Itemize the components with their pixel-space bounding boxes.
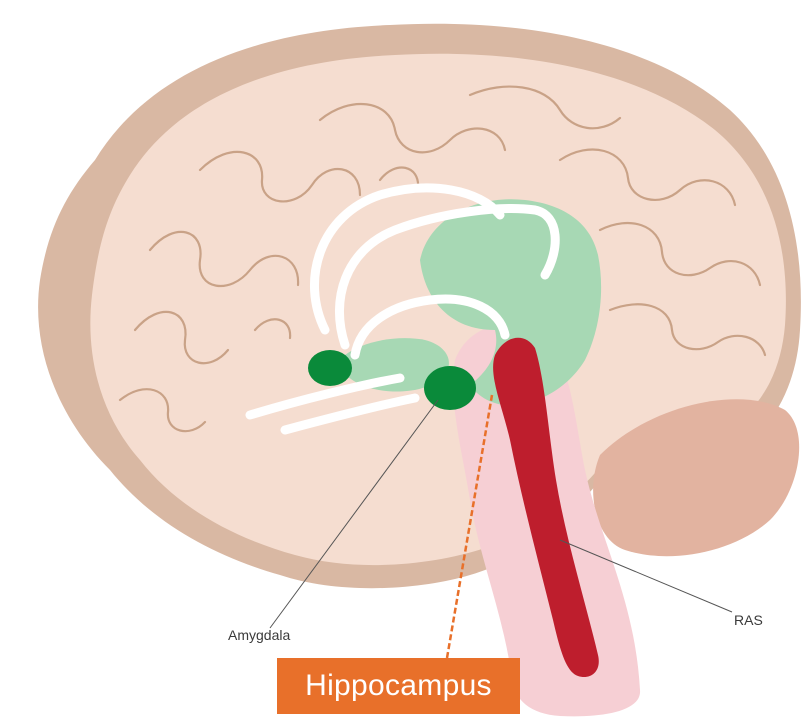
- hippocampus-label: Hippocampus: [277, 658, 520, 714]
- amygdala-shape-1: [308, 350, 352, 386]
- amygdala-label: Amygdala: [228, 627, 290, 643]
- amygdala-shape-2: [424, 366, 476, 410]
- ras-label: RAS: [734, 612, 763, 628]
